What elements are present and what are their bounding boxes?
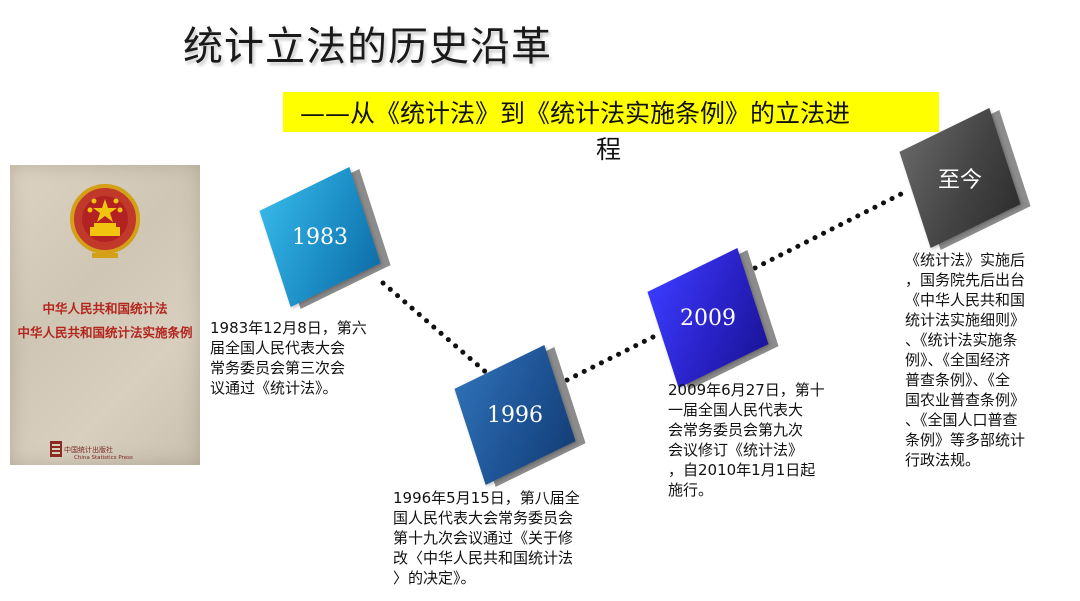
milestone-1983-label: 1983 bbox=[292, 224, 348, 250]
national-emblem-icon bbox=[70, 184, 140, 258]
desc-now-line: 条例》等多部统计 bbox=[905, 431, 1026, 449]
desc-1996-line: 〉的决定》。 bbox=[393, 569, 476, 587]
subtitle-highlight bbox=[283, 92, 939, 132]
desc-now-line: 、《统计法实施条 bbox=[905, 331, 1018, 349]
desc-2009-line: 会常务委员会第九次 bbox=[668, 421, 804, 439]
desc-2009: 2009年6月27日，第十 一届全国人民代表大 会常务委员会第九次 会议修订《统… bbox=[668, 380, 825, 500]
desc-1996-line: 改〈中华人民共和国统计法 bbox=[393, 549, 574, 567]
subtitle-line-1: ——从《统计法》到《统计法实施条例》的立法进 bbox=[300, 99, 851, 128]
page-title: 统计立法的历史沿革 bbox=[183, 24, 552, 70]
desc-2009-line: 会议修订《统计法》 bbox=[668, 441, 804, 459]
milestone-1983: 1983 bbox=[259, 167, 391, 309]
connector-1983-1996 bbox=[380, 280, 491, 377]
desc-now-line: 、《全国人口普查 bbox=[905, 411, 1018, 429]
milestone-2009-label: 2009 bbox=[680, 305, 736, 331]
desc-2009-line: 施行。 bbox=[668, 481, 714, 499]
book-publisher: 中国统计出版社 bbox=[64, 446, 113, 454]
book-title-line-1: 中华人民共和国统计法 bbox=[42, 301, 168, 316]
desc-1996-line: 第十九次会议通过《关于修 bbox=[393, 529, 574, 547]
desc-now: 《统计法》实施后 ，国务院先后出台 《中华人民共和国 统计法实施细则》 、《统计… bbox=[905, 250, 1025, 470]
milestone-now: 至今 bbox=[899, 108, 1031, 250]
desc-1996: 1996年5月15日，第八届全 国人民代表大会常务委员会 第十九次会议通过《关于… bbox=[393, 488, 580, 588]
book-cover-image: 中华人民共和国统计法 中华人民共和国统计法实施条例 中国统计出版社 China … bbox=[10, 165, 200, 465]
publisher-logo-icon bbox=[50, 441, 62, 457]
desc-2009-line: 2009年6月27日，第十 bbox=[668, 381, 825, 399]
desc-now-line: 例》、《全国经济 bbox=[905, 351, 1011, 369]
desc-now-line: 《统计法》实施后 bbox=[905, 251, 1026, 269]
desc-now-line: ，国务院先后出台 bbox=[905, 271, 1026, 289]
milestone-1996-label: 1996 bbox=[487, 402, 543, 428]
desc-now-line: 《中华人民共和国 bbox=[905, 291, 1026, 309]
desc-1996-line: 国人民代表大会常务委员会 bbox=[393, 509, 574, 527]
desc-1983-line: 常务委员会第三次会 bbox=[210, 359, 346, 377]
desc-2009-line: ，自2010年1月1日起 bbox=[668, 461, 816, 479]
subtitle-line-2: 程 bbox=[596, 135, 622, 164]
desc-1983-line: 1983年12月8日，第六 bbox=[210, 319, 367, 337]
connector-1996-2009 bbox=[564, 333, 658, 383]
desc-now-line: 行政法规。 bbox=[905, 451, 981, 469]
desc-now-line: 统计法实施细则》 bbox=[905, 311, 1026, 329]
milestone-1996: 1996 bbox=[454, 345, 586, 487]
connector-2009-now bbox=[752, 189, 908, 271]
desc-1996-line: 1996年5月15日，第八届全 bbox=[393, 489, 580, 507]
milestone-2009: 2009 bbox=[647, 248, 779, 390]
desc-2009-line: 一届全国人民代表大 bbox=[668, 401, 804, 419]
desc-1983-line: 议通过《统计法》。 bbox=[210, 379, 338, 397]
book-publisher-english: China Statistics Press bbox=[74, 455, 133, 461]
desc-now-line: 普查条例》、《全 bbox=[905, 371, 1011, 389]
milestone-now-label: 至今 bbox=[937, 168, 982, 193]
desc-1983: 1983年12月8日，第六 届全国人民代表大会 常务委员会第三次会 议通过《统计… bbox=[210, 318, 367, 398]
desc-now-line: 国农业普查条例》 bbox=[905, 391, 1026, 409]
book-title-line-2: 中华人民共和国统计法实施条例 bbox=[17, 325, 193, 340]
desc-1983-line: 届全国人民代表大会 bbox=[210, 339, 346, 357]
